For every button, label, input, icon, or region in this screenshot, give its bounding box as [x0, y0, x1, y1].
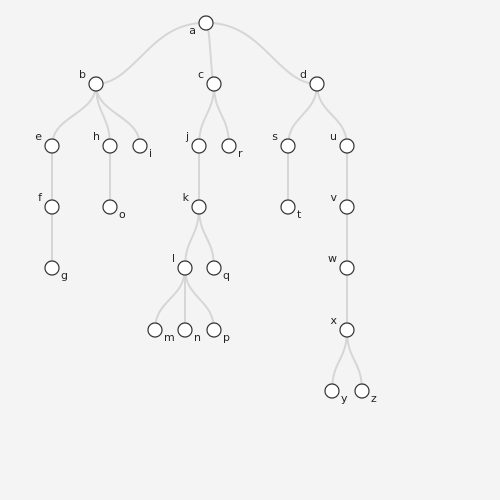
node-label-x: x — [330, 314, 337, 327]
node-label-t: t — [297, 208, 302, 221]
node-circle-v[interactable] — [339, 199, 355, 215]
node-label-g: g — [61, 269, 68, 282]
tree-node-k[interactable]: k — [183, 191, 207, 215]
node-circle-e[interactable] — [44, 138, 60, 154]
node-circle-f[interactable] — [44, 199, 60, 215]
node-label-a: a — [189, 24, 196, 37]
tree-node-e[interactable]: e — [35, 130, 60, 154]
edge-x-y — [331, 329, 348, 392]
tree-node-h[interactable]: h — [93, 130, 118, 154]
tree-node-z[interactable]: z — [354, 383, 377, 405]
edge-a-b — [95, 21, 207, 85]
node-label-e: e — [35, 130, 42, 143]
node-circle-y[interactable] — [324, 383, 340, 399]
tree-node-a[interactable]: a — [189, 15, 214, 37]
node-label-r: r — [238, 147, 243, 160]
node-label-y: y — [341, 392, 348, 405]
tree-node-p[interactable]: p — [206, 322, 230, 344]
node-label-k: k — [183, 191, 190, 204]
edge-d-u — [316, 83, 348, 147]
node-circle-s[interactable] — [280, 138, 296, 154]
tree-node-s[interactable]: s — [272, 130, 296, 154]
tree-node-o[interactable]: o — [102, 199, 126, 221]
node-label-v: v — [330, 191, 337, 204]
node-circle-b[interactable] — [88, 76, 104, 92]
tree-node-i[interactable]: i — [132, 138, 152, 160]
tree-node-x[interactable]: x — [330, 314, 355, 338]
edge-c-r — [213, 83, 230, 147]
tree-node-w[interactable]: w — [328, 252, 355, 276]
tree-node-f[interactable]: f — [38, 191, 60, 215]
node-circle-m[interactable] — [147, 322, 163, 338]
node-circle-h[interactable] — [102, 138, 118, 154]
tree-node-l[interactable]: l — [172, 252, 193, 276]
edge-b-i — [95, 83, 141, 147]
node-circle-k[interactable] — [191, 199, 207, 215]
node-circle-u[interactable] — [339, 138, 355, 154]
edge-a-d — [205, 21, 318, 85]
edge-k-l — [184, 206, 200, 269]
node-label-o: o — [119, 208, 126, 221]
node-label-f: f — [38, 191, 43, 204]
node-label-s: s — [272, 130, 278, 143]
edge-k-q — [198, 206, 215, 269]
node-label-b: b — [79, 68, 86, 81]
tree-node-r[interactable]: r — [221, 138, 243, 160]
node-label-q: q — [223, 269, 230, 282]
node-circle-q[interactable] — [206, 260, 222, 276]
node-label-n: n — [194, 331, 201, 344]
tree-node-c[interactable]: c — [198, 68, 222, 92]
node-circle-g[interactable] — [44, 260, 60, 276]
node-circle-l[interactable] — [177, 260, 193, 276]
edge-c-j — [198, 83, 215, 147]
node-circle-j[interactable] — [191, 138, 207, 154]
node-label-l: l — [172, 252, 175, 265]
tree-node-v[interactable]: v — [330, 191, 355, 215]
tree-node-u[interactable]: u — [330, 130, 355, 154]
tree-node-m[interactable]: m — [147, 322, 175, 344]
node-label-j: j — [185, 130, 189, 143]
node-label-c: c — [198, 68, 204, 81]
edge-l-m — [154, 267, 186, 331]
node-circle-w[interactable] — [339, 260, 355, 276]
node-circle-r[interactable] — [221, 138, 237, 154]
node-label-z: z — [371, 392, 377, 405]
node-circle-i[interactable] — [132, 138, 148, 154]
node-circle-n[interactable] — [177, 322, 193, 338]
tree-nodes: a b c d e h i f g o j r k l q m n p s u t v w x y z — [35, 15, 377, 405]
node-label-d: d — [300, 68, 307, 81]
edge-a-c — [205, 21, 215, 85]
node-label-h: h — [93, 130, 100, 143]
edge-x-z — [346, 329, 363, 392]
tree-node-y[interactable]: y — [324, 383, 348, 405]
node-circle-a[interactable] — [198, 15, 214, 31]
tree-node-n[interactable]: n — [177, 322, 201, 344]
node-circle-x[interactable] — [339, 322, 355, 338]
node-circle-p[interactable] — [206, 322, 222, 338]
node-circle-o[interactable] — [102, 199, 118, 215]
tree-node-d[interactable]: d — [300, 68, 325, 92]
node-circle-d[interactable] — [309, 76, 325, 92]
node-circle-z[interactable] — [354, 383, 370, 399]
edge-l-p — [184, 267, 215, 331]
node-label-u: u — [330, 130, 337, 143]
tree-node-q[interactable]: q — [206, 260, 230, 282]
tree-node-t[interactable]: t — [280, 199, 302, 221]
node-label-p: p — [223, 331, 230, 344]
edge-b-e — [51, 83, 97, 147]
node-circle-c[interactable] — [206, 76, 222, 92]
node-label-w: w — [328, 252, 337, 265]
node-label-i: i — [149, 147, 152, 160]
tree-node-b[interactable]: b — [79, 68, 104, 92]
edge-d-s — [287, 83, 318, 147]
tree-node-j[interactable]: j — [185, 130, 207, 154]
node-label-m: m — [164, 331, 175, 344]
tree-node-g[interactable]: g — [44, 260, 68, 282]
node-circle-t[interactable] — [280, 199, 296, 215]
